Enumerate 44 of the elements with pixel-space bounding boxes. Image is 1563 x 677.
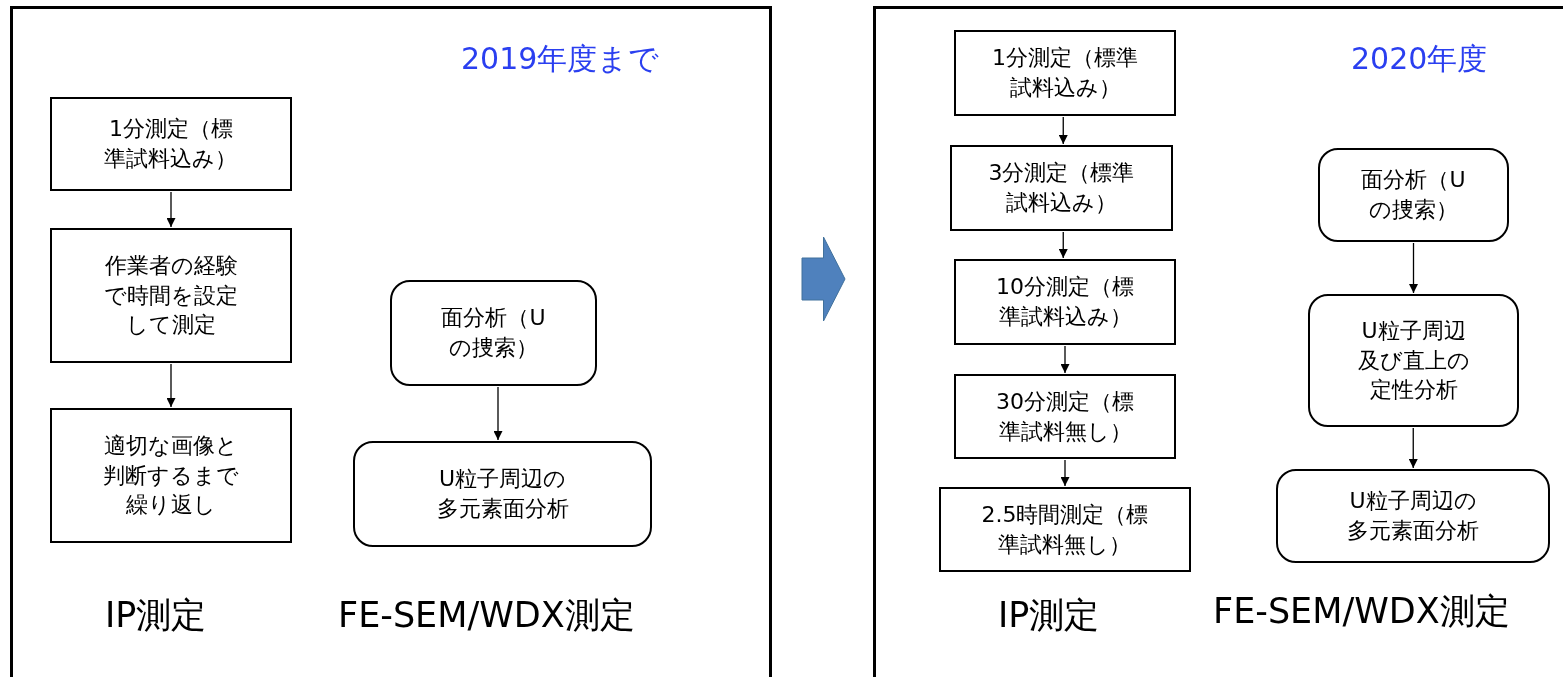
- process-box: [50, 408, 292, 543]
- arrow: [1058, 231, 1068, 259]
- arrow: [1408, 427, 1418, 469]
- arrow: [1060, 345, 1070, 374]
- process-box: [954, 259, 1176, 345]
- rounded-process-box: [1318, 148, 1509, 242]
- process-box: [50, 228, 292, 363]
- arrow: [1060, 459, 1070, 487]
- step-text: 適切な画像と判断するまで繰り返し: [102, 431, 240, 520]
- column-label: FE-SEM/WDX測定: [1213, 590, 1510, 633]
- panel-heading: 2019年度まで: [461, 40, 660, 78]
- rounded-process-box: [390, 280, 597, 386]
- step-text: 面分析（Uの捜索）: [440, 304, 547, 362]
- step-text: U粒子周辺及び直上の定性分析: [1356, 316, 1471, 405]
- step-text: U粒子周辺の多元素面分析: [1346, 487, 1480, 545]
- rounded-process-box: [353, 441, 652, 547]
- arrow: [1058, 116, 1068, 145]
- arrow: [493, 386, 503, 441]
- step-text: 面分析（Uの捜索）: [1360, 166, 1467, 224]
- panel-frame: [873, 6, 1563, 677]
- process-box: [939, 487, 1191, 572]
- block-arrow: [801, 236, 846, 322]
- step-text: 10分測定（標準試料込み）: [995, 273, 1135, 331]
- process-box: [954, 30, 1176, 116]
- step-text: 1分測定（標準試料込み）: [103, 115, 239, 173]
- column-label: IP測定: [998, 594, 1100, 637]
- rounded-process-box: [1276, 469, 1550, 563]
- panel-frame: [10, 6, 772, 677]
- step-text: 1分測定（標準試料込み）: [991, 44, 1139, 102]
- column-label: FE-SEM/WDX測定: [338, 594, 635, 637]
- process-box: [50, 97, 292, 191]
- arrow: [1409, 242, 1418, 294]
- arrow: [166, 191, 176, 228]
- step-text: 3分測定（標準試料込み）: [987, 159, 1136, 217]
- step-text: 2.5時間測定（標準試料無し）: [980, 500, 1150, 559]
- rounded-process-box: [1308, 294, 1519, 427]
- column-label: IP測定: [105, 594, 207, 637]
- panel-heading: 2020年度: [1351, 40, 1488, 78]
- step-text: 30分測定（標準試料無し）: [995, 387, 1135, 446]
- step-text: U粒子周辺の多元素面分析: [435, 465, 570, 523]
- process-box: [950, 145, 1173, 231]
- process-box: [954, 374, 1176, 459]
- arrow: [166, 363, 176, 408]
- step-text: 作業者の経験で時間を設定して測定: [103, 251, 239, 340]
